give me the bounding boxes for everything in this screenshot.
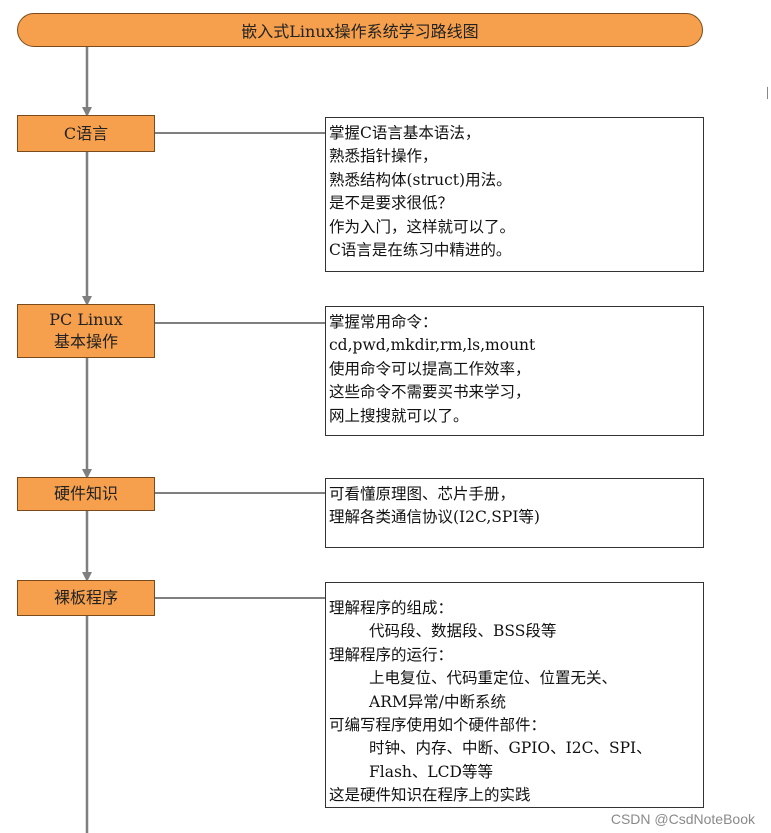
desc-line: 理解程序的运行： [329, 645, 454, 664]
desc-line: 使用命令可以提高工作效率， [329, 359, 531, 378]
step-node-c-language: C语言 [17, 115, 155, 152]
desc-line: 是不是要求很低？ [329, 194, 454, 213]
step-label-line: 基本操作 [53, 332, 118, 351]
edge-mark: │ [765, 88, 771, 99]
step-node-pc-linux: PC Linux 基本操作 [17, 304, 155, 358]
step-label-line: 硬件知识 [53, 484, 118, 503]
desc-line: 网上搜搜就可以了。 [329, 406, 469, 425]
step-desc-pc-linux: 掌握常用命令： cd,pwd,mkdir,rm,ls,mount 使用命令可以提… [325, 306, 704, 436]
desc-line: 掌握常用命令： [329, 313, 438, 331]
desc-line: 上电复位、代码重定位、位置无关、 [369, 669, 618, 688]
desc-line: 时钟、内存、中断、GPIO、I2C、SPI、 [369, 739, 652, 758]
desc-line: 代码段、数据段、BSS段等 [369, 622, 557, 641]
desc-line: 理解程序的组成： [329, 599, 454, 617]
desc-line: 可编写程序使用如个硬件部件： [329, 716, 547, 735]
step-desc-c-language: 掌握C语言基本语法， 熟悉指针操作， 熟悉结构体(struct)用法。 是不是要… [325, 117, 704, 272]
step-desc-hardware: 可看懂原理图、芯片手册， 理解各类通信协议(I2C,SPI等) [325, 478, 704, 548]
desc-line: Flash、LCD等等 [369, 762, 493, 781]
desc-line: ARM异常/中断系统 [369, 692, 506, 711]
step-desc-bare-metal: 理解程序的组成： 代码段、数据段、BSS段等 理解程序的运行： 上电复位、代码重… [325, 582, 704, 808]
step-label-line: 裸板程序 [53, 588, 118, 607]
desc-line: 熟悉指针操作， [329, 147, 438, 166]
desc-line: C语言是在练习中精进的。 [329, 241, 512, 260]
desc-line: 理解各类通信协议(I2C,SPI等) [329, 508, 540, 527]
desc-line: 这是硬件知识在程序上的实践 [329, 786, 531, 805]
step-node-hardware: 硬件知识 [17, 477, 155, 511]
desc-line: cd,pwd,mkdir,rm,ls,mount [329, 336, 536, 355]
diagram-title: 嵌入式Linux操作系统学习路线图 [17, 13, 703, 47]
watermark: CSDN @CsdNoteBook [610, 811, 755, 827]
step-label-line: C语言 [63, 123, 109, 143]
step-label-line: PC Linux [49, 310, 123, 329]
desc-line: 熟悉结构体(struct)用法。 [329, 170, 512, 189]
desc-line: 这些命令不需要买书来学习， [329, 383, 531, 402]
desc-line: 掌握C语言基本语法， [329, 124, 481, 142]
desc-line: 作为入门，这样就可以了。 [329, 217, 516, 236]
desc-line: 可看懂原理图、芯片手册， [329, 485, 516, 503]
step-node-bare-metal: 裸板程序 [17, 580, 155, 616]
